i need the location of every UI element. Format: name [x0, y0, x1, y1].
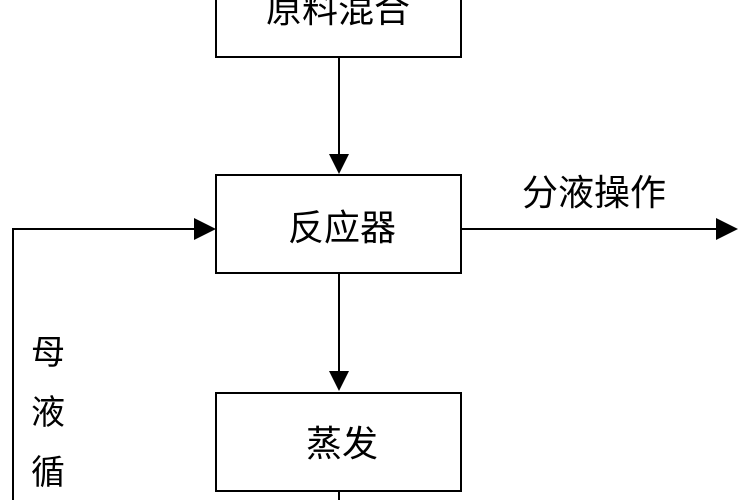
- evaporation-step: 蒸发: [215, 392, 462, 492]
- recycle-loop: 母 液 循: [12, 218, 216, 500]
- recycle-label-char-2: 液: [31, 393, 65, 433]
- reactor-label: 反应器: [288, 208, 396, 249]
- reactor-box: [215, 174, 462, 274]
- mixing-box: [215, 0, 462, 58]
- recycle-label-char-1: 母: [31, 333, 65, 373]
- separation-label: 分液操作: [522, 173, 666, 214]
- arrow-reactor-to-evaporation: [329, 273, 349, 391]
- arrow-head-right: [194, 218, 216, 240]
- arrow-head-down: [329, 154, 349, 174]
- mixing-step: 原料混合: [215, 0, 462, 58]
- arrow-mixing-to-reactor: [329, 57, 349, 174]
- recycle-label-char-3: 循: [31, 453, 65, 493]
- mixing-label: 原料混合: [266, 0, 410, 31]
- arrow-head-right: [716, 218, 738, 240]
- evaporation-label: 蒸发: [306, 424, 378, 465]
- arrow-head-down: [329, 371, 349, 391]
- recycle-line: [12, 228, 196, 500]
- evaporation-box: [215, 392, 462, 492]
- arrow-separation: 分液操作: [461, 173, 738, 240]
- reactor-step: 反应器: [215, 174, 462, 274]
